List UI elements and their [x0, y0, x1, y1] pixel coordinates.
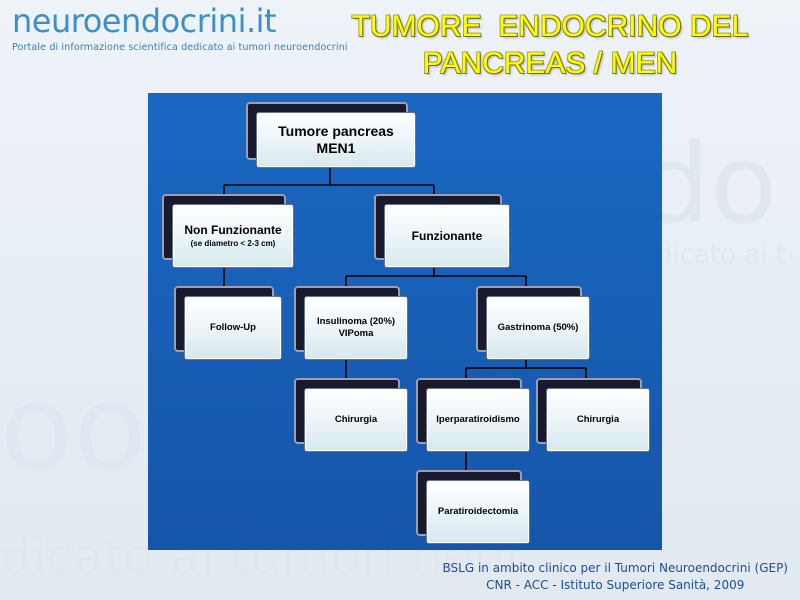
node-chirurgia-2-label: Chirurgia [576, 414, 620, 425]
node-iperparatiroidismo-label: Iperparatiroidismo [436, 414, 520, 425]
node-funzionante-label: Funzionante [411, 228, 483, 243]
node-chirurgia-1: Chirurgia [294, 378, 408, 452]
slide-title: TUMORE ENDOCRINO DEL PANCREAS / MEN [350, 8, 750, 82]
logo-wordmark: neuroendocrini.it [12, 2, 277, 40]
node-root: Tumore pancreas MEN1 [246, 102, 416, 168]
footer-line1: BSLG in ambito clinico per il Tumori Neu… [442, 561, 789, 575]
slide-footer: BSLG in ambito clinico per il Tumori Neu… [443, 560, 789, 594]
node-chirurgia-1-label: Chirurgia [334, 414, 378, 425]
logo-subtitle: Portale di informazione scientifica dedi… [12, 42, 348, 53]
node-insulinoma: Insulinoma (20%) VIPoma [294, 286, 408, 360]
footer-line2: CNR - ACC - Istituto Superiore Sanità, 2… [486, 578, 745, 592]
node-non-funzionante-line1: Non Funzionante [184, 223, 282, 237]
node-gastrinoma: Gastrinoma (50%) [476, 286, 590, 360]
node-insulinoma-line1: Insulinoma (20%) [316, 316, 396, 327]
connector-lines [223, 168, 587, 470]
node-insulinoma-line2: VIPoma [338, 328, 374, 339]
site-logo[interactable]: neuroendocrini.it Portale di informazion… [12, 2, 348, 53]
node-non-funzionante: Non Funzionante (se diametro < 2-3 cm) [162, 194, 294, 268]
node-follow-up-label: Follow-Up [210, 322, 256, 333]
node-paratiroidectomia: Paratiroidectomia [416, 470, 530, 544]
background-watermark: oo [0, 360, 147, 499]
node-follow-up: Follow-Up [174, 286, 282, 360]
node-iperparatiroidismo: Iperparatiroidismo [416, 378, 530, 452]
slide-title-line2: PANCREAS / MEN [422, 47, 678, 80]
node-non-funzionante-line2: (se diametro < 2-3 cm) [190, 239, 276, 248]
slide-title-line1: TUMORE ENDOCRINO DEL [351, 10, 749, 43]
node-root-line1: Tumore pancreas [278, 123, 394, 139]
flowchart-panel: Tumore pancreas MEN1 Non Funzionante (se… [148, 93, 662, 550]
node-gastrinoma-label: Gastrinoma (50%) [497, 322, 579, 333]
node-funzionante: Funzionante [374, 194, 510, 268]
node-chirurgia-2: Chirurgia [536, 378, 650, 452]
node-paratiroidectomia-label: Paratiroidectomia [437, 506, 519, 517]
node-root-line2: MEN1 [316, 140, 356, 156]
